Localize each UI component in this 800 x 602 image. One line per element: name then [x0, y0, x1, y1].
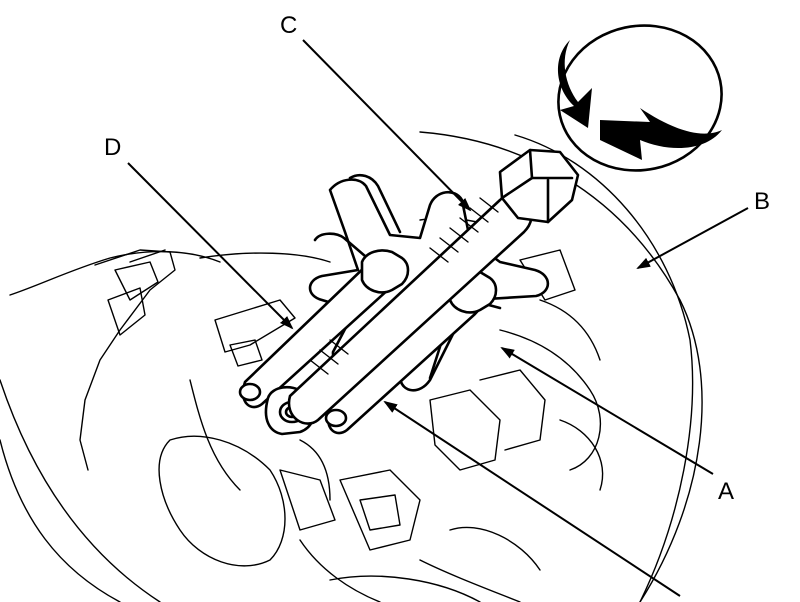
leader-line-b: [636, 207, 749, 269]
leader-line-c: [302, 39, 472, 212]
leader-line-d: [127, 162, 294, 330]
callout-label-a: A: [718, 478, 735, 505]
center-screw: [287, 148, 580, 425]
rotation-arrow-icon: [557, 24, 723, 172]
puller-bolts: [238, 249, 498, 435]
leader-lines: [127, 39, 749, 597]
callout-label-b: B: [754, 188, 771, 215]
screw-threads: [309, 197, 499, 375]
callout-label-c: C: [280, 12, 298, 39]
leader-line-d-lower: [383, 400, 681, 597]
steering-wheel-rim: [0, 131, 703, 602]
leader-line-a: [500, 346, 714, 475]
callout-label-d: D: [104, 134, 122, 161]
